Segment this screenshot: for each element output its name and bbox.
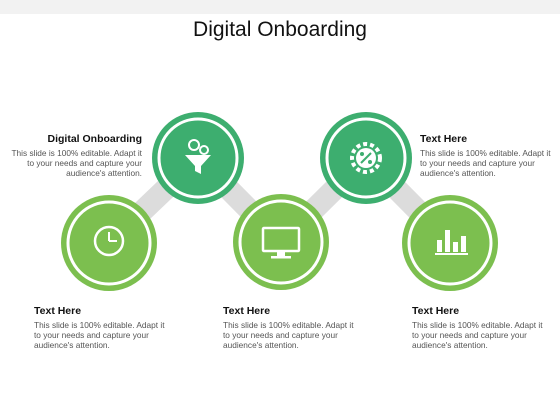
step-1-body: This slide is 100% editable. Adapt it to… xyxy=(11,148,142,178)
step-3-heading: Text Here xyxy=(34,305,82,317)
circle-step-2 xyxy=(320,112,412,204)
step-2-heading: Text Here xyxy=(420,133,468,145)
gear-percent-icon xyxy=(350,142,382,174)
page-title: Digital Onboarding xyxy=(193,18,367,41)
step-2-text: Text Here This slide is 100% editable. A… xyxy=(420,133,552,178)
step-1-heading: Digital Onboarding xyxy=(47,133,143,145)
circle-step-1 xyxy=(152,112,244,204)
top-bar xyxy=(0,0,560,14)
step-3-body: This slide is 100% editable. Adapt it to… xyxy=(34,320,165,350)
step-4-text: Text Here This slide is 100% editable. A… xyxy=(223,305,355,350)
circle-step-5 xyxy=(402,195,498,291)
circle-step-4 xyxy=(233,194,329,290)
step-5-heading: Text Here xyxy=(412,305,460,317)
bar-chart-icon xyxy=(435,230,468,255)
clock-icon xyxy=(93,225,125,257)
step-5-text: Text Here This slide is 100% editable. A… xyxy=(412,305,544,350)
step-3-text: Text Here This slide is 100% editable. A… xyxy=(34,305,166,350)
circle-step-3 xyxy=(61,195,157,291)
step-4-body: This slide is 100% editable. Adapt it to… xyxy=(223,320,354,350)
monitor-icon xyxy=(261,226,301,259)
funnel-dollar-icon xyxy=(185,139,211,174)
step-5-body: This slide is 100% editable. Adapt it to… xyxy=(412,320,543,350)
step-1-text: Digital Onboarding This slide is 100% ed… xyxy=(8,133,142,178)
step-2-body: This slide is 100% editable. Adapt it to… xyxy=(420,148,551,178)
step-4-heading: Text Here xyxy=(223,305,271,317)
